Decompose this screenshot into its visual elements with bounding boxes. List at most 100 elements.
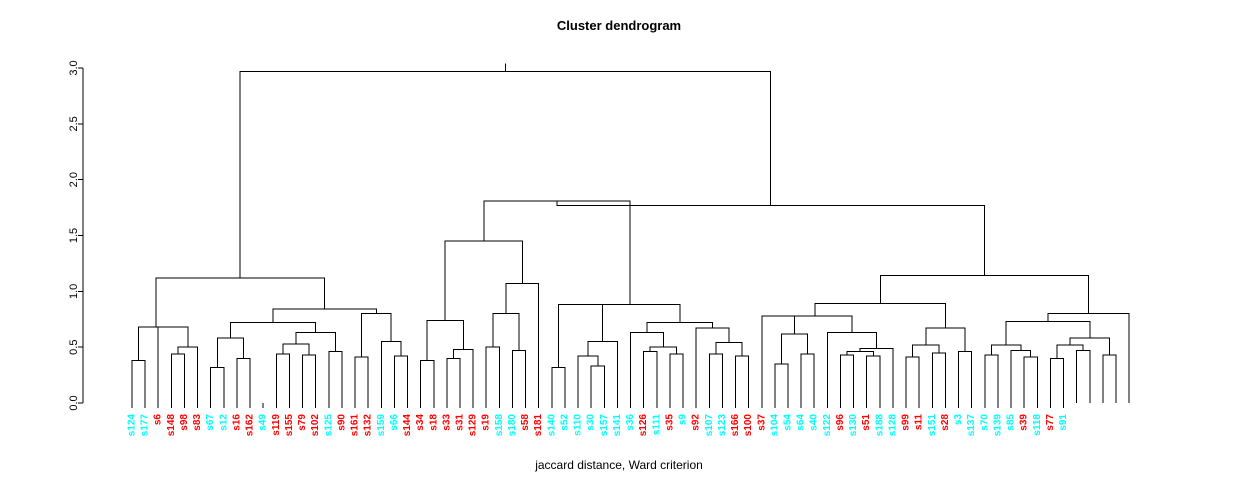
dendrogram-link xyxy=(157,326,189,403)
y-axis: 0.00.51.01.52.02.53.0 xyxy=(68,60,84,411)
leaf-label: s54 xyxy=(783,414,794,431)
leaf-label: s91 xyxy=(1058,414,1069,431)
dendrogram-link xyxy=(446,357,461,403)
y-axis-tick-label: 3.0 xyxy=(68,60,80,75)
dendrogram-link xyxy=(328,351,343,403)
dendrogram-link xyxy=(912,344,940,358)
dendrogram-link xyxy=(778,315,853,333)
dendrogram-link xyxy=(444,240,523,321)
dendrogram-link xyxy=(492,313,520,351)
dendrogram-link xyxy=(1023,356,1038,403)
leaf-label: s181 xyxy=(533,414,544,437)
leaf-label: s39 xyxy=(1019,414,1030,431)
leaf-label: s58 xyxy=(520,414,531,431)
dendrogram-link xyxy=(649,346,677,354)
leaf-label: s92 xyxy=(691,414,702,431)
leaf-label: s77 xyxy=(1045,414,1056,431)
dendrogram-link xyxy=(155,277,326,328)
leaf-label: s130 xyxy=(848,414,859,437)
leaf-label: s144 xyxy=(402,414,413,437)
leaf-label: s49 xyxy=(258,414,269,431)
dendrogram-link xyxy=(556,200,985,276)
dendrogram-link xyxy=(282,343,310,355)
leaf-label: s139 xyxy=(992,414,1003,437)
dendrogram-link xyxy=(931,352,946,403)
dendrogram-link xyxy=(735,355,750,403)
dendrogram-link xyxy=(393,355,409,403)
dendrogram-link xyxy=(958,351,973,403)
leaf-label: s99 xyxy=(901,414,912,431)
y-axis-tick-label: 1.0 xyxy=(68,284,80,299)
leaf-label: s30 xyxy=(586,414,597,431)
leaf-label: s119 xyxy=(271,414,282,436)
dendrogram-link xyxy=(643,351,658,403)
leaf-label: s31 xyxy=(455,414,466,431)
page-title: Cluster dendrogram xyxy=(556,18,682,33)
dendrogram-link xyxy=(216,337,245,368)
leaf-label: s37 xyxy=(756,414,767,431)
dendrogram-link xyxy=(1056,344,1084,359)
leaf-label: s12 xyxy=(218,414,229,431)
dendrogram-link xyxy=(669,353,684,403)
dendrogram-link xyxy=(1010,350,1032,403)
y-axis-tick-label: 0.0 xyxy=(68,395,80,410)
dendrogram-link xyxy=(302,354,317,403)
dendrogram-link xyxy=(879,275,1090,314)
leaf-label: s148 xyxy=(166,414,177,437)
dendrogram-link xyxy=(839,354,855,403)
dendrogram-link xyxy=(1076,350,1091,403)
dendrogram-link xyxy=(1047,313,1130,403)
leaf-label: s118 xyxy=(1032,414,1043,436)
dendrogram-link xyxy=(505,283,540,403)
leaf-label: s6 xyxy=(153,414,164,426)
dendrogram-link xyxy=(590,365,605,403)
leaf-label: s188 xyxy=(874,414,885,437)
leaf-label: s40 xyxy=(809,414,820,431)
leaf-label: s129 xyxy=(468,414,479,437)
leaf-label: s162 xyxy=(245,414,256,437)
dendrogram-link xyxy=(866,355,881,403)
leaf-label: s159 xyxy=(376,414,387,437)
leaf-label: s161 xyxy=(350,414,361,437)
leaf-label: s166 xyxy=(730,414,741,437)
leaf-label: s124 xyxy=(127,414,138,437)
dendrogram-link xyxy=(761,315,796,403)
leaf-label: s123 xyxy=(717,414,728,437)
dendrogram-link xyxy=(511,350,527,403)
dendrogram-link xyxy=(925,327,966,352)
dendrogram-link xyxy=(984,354,999,403)
dendrogram-link xyxy=(426,319,464,361)
leaf-label: s141 xyxy=(612,414,623,437)
leaf-label: s66 xyxy=(389,414,400,431)
leaf-label: s132 xyxy=(363,414,374,437)
leaf-label: s98 xyxy=(179,414,190,431)
leaf-label: s140 xyxy=(546,414,557,437)
leaf-label: s102 xyxy=(310,414,321,437)
leaf-label: s100 xyxy=(743,414,754,437)
dendrogram-link xyxy=(800,353,815,403)
dendrogram-link xyxy=(646,322,714,333)
leaf-label: s151 xyxy=(927,414,938,437)
leaf-label: s85 xyxy=(1006,414,1017,431)
leaf-label: s16 xyxy=(231,414,242,431)
dendrogram-link xyxy=(295,332,336,352)
leaf-label: s157 xyxy=(599,414,610,437)
leaf-label: s158 xyxy=(494,414,505,437)
leaf-label: s51 xyxy=(861,414,872,431)
dendrogram-link xyxy=(236,357,251,403)
dendrogram-link xyxy=(229,322,317,339)
dendrogram-link xyxy=(814,303,946,329)
y-axis-tick-label: 2.5 xyxy=(68,116,80,131)
dendrogram-links xyxy=(131,63,1130,403)
leaf-label: s107 xyxy=(704,414,715,437)
dendrogram-link xyxy=(695,327,730,403)
leaf-label: s122 xyxy=(822,414,833,437)
dendrogram-link xyxy=(580,304,681,323)
leaf-label: s33 xyxy=(441,414,452,431)
leaf-label: s11 xyxy=(914,414,925,431)
y-axis-tick-label: 0.5 xyxy=(68,340,80,355)
dendrogram-link xyxy=(587,341,618,403)
dendrogram-link xyxy=(557,304,604,368)
